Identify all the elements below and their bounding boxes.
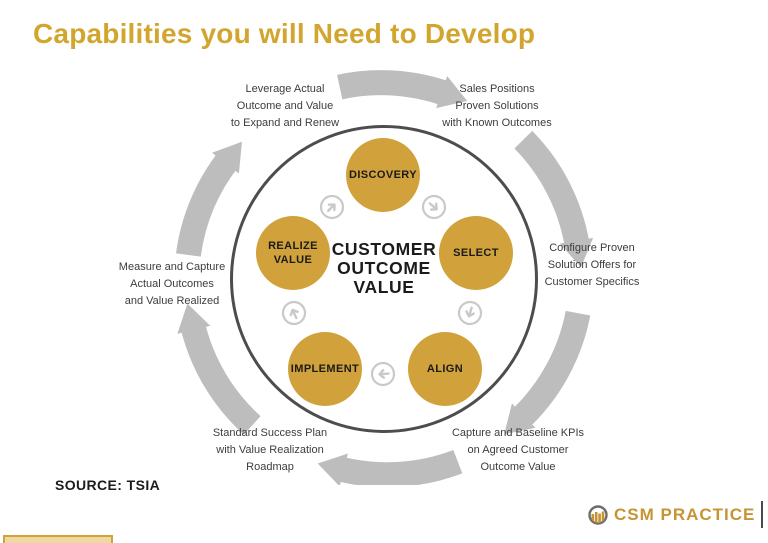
bottom-accent-bar	[3, 535, 113, 543]
stage-discovery: DISCOVERY	[346, 138, 420, 212]
page-title: Capabilities you will Need to Develop	[33, 18, 536, 49]
stage-select: SELECT	[439, 216, 513, 290]
cycle-arrow-top-right	[514, 130, 594, 268]
rotate-arrow-up-icon	[281, 300, 307, 326]
note-sales-positions: Sales Positions Proven Solutions with Kn…	[442, 83, 552, 129]
note-measure-capture: Measure and Capture Actual Outcomes and …	[118, 261, 226, 307]
rotate-arrow-down-icon	[457, 300, 483, 326]
rotate-arrow-northeast-icon	[319, 194, 345, 220]
logo-wordmark: CSM PRACTICE	[614, 504, 756, 524]
rotate-arrow-left-icon	[370, 361, 396, 387]
rotate-arrow-southeast-icon	[421, 194, 447, 220]
logo-divider	[761, 501, 764, 528]
outcome-cycle-diagram: CUSTOMER OUTCOME VALUE DISCOVERY SELECT …	[0, 55, 768, 485]
note-capture-kpis: Capture and Baseline KPIs on Agreed Cust…	[451, 427, 585, 473]
stage-realize-value: REALIZE VALUE	[256, 216, 330, 290]
cycle-arrow-top-left	[176, 141, 242, 257]
source-note: SOURCE: TSIA	[55, 477, 161, 493]
stage-align: ALIGN	[408, 332, 482, 406]
logo-bar-chart-icon	[588, 504, 608, 525]
note-configure-solution: Configure Proven Solution Offers for Cus…	[544, 242, 640, 288]
csm-practice-logo: CSM PRACTICE	[588, 501, 764, 528]
note-success-plan: Standard Success Plan with Value Realiza…	[212, 427, 328, 473]
note-leverage-outcome: Leverage Actual Outcome and Value to Exp…	[230, 83, 340, 129]
center-hub-label: CUSTOMER OUTCOME VALUE	[331, 239, 437, 297]
stage-implement: IMPLEMENT	[288, 332, 362, 406]
